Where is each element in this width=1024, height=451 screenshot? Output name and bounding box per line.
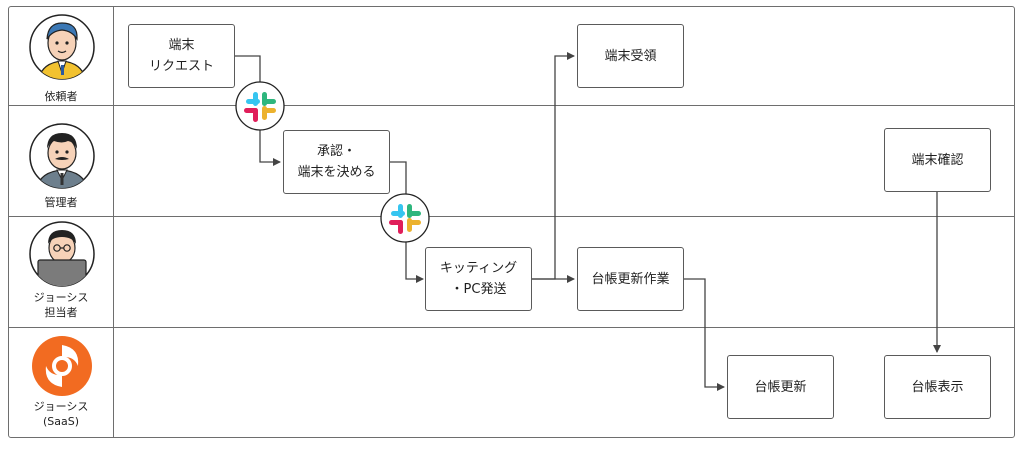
josys-staff-avatar-icon (28, 220, 96, 288)
lane-divider (9, 105, 1014, 106)
node-approve: 承認・ 端末を決める (283, 130, 390, 194)
edge-ledger-work-to-update (684, 278, 725, 391)
manager-avatar-icon (28, 122, 96, 190)
lane-divider (9, 327, 1014, 328)
lane-label: 依頼者 (44, 90, 78, 103)
josys-logo-icon (28, 332, 96, 400)
lane-label: ジョーシス (SaaS) (33, 400, 89, 428)
lane-divider (9, 216, 1014, 217)
edge-kitting-to-receive (532, 52, 575, 280)
lane-label: 管理者 (44, 196, 78, 209)
requester-avatar-icon (28, 13, 96, 81)
lane-header-divider (113, 7, 114, 437)
node-ledger-update: 台帳更新 (727, 355, 834, 419)
node-kitting: キッティング ・PC発送 (425, 247, 532, 311)
node-device-request: 端末 リクエスト (128, 24, 235, 88)
slack-icon (235, 81, 285, 131)
node-ledger-update-work: 台帳更新作業 (577, 247, 684, 311)
node-device-confirm: 端末確認 (884, 128, 991, 192)
node-device-receive: 端末受領 (577, 24, 684, 88)
lane-label: ジョーシス 担当者 (33, 291, 89, 319)
slack-icon (380, 193, 430, 243)
node-ledger-display: 台帳表示 (884, 355, 991, 419)
